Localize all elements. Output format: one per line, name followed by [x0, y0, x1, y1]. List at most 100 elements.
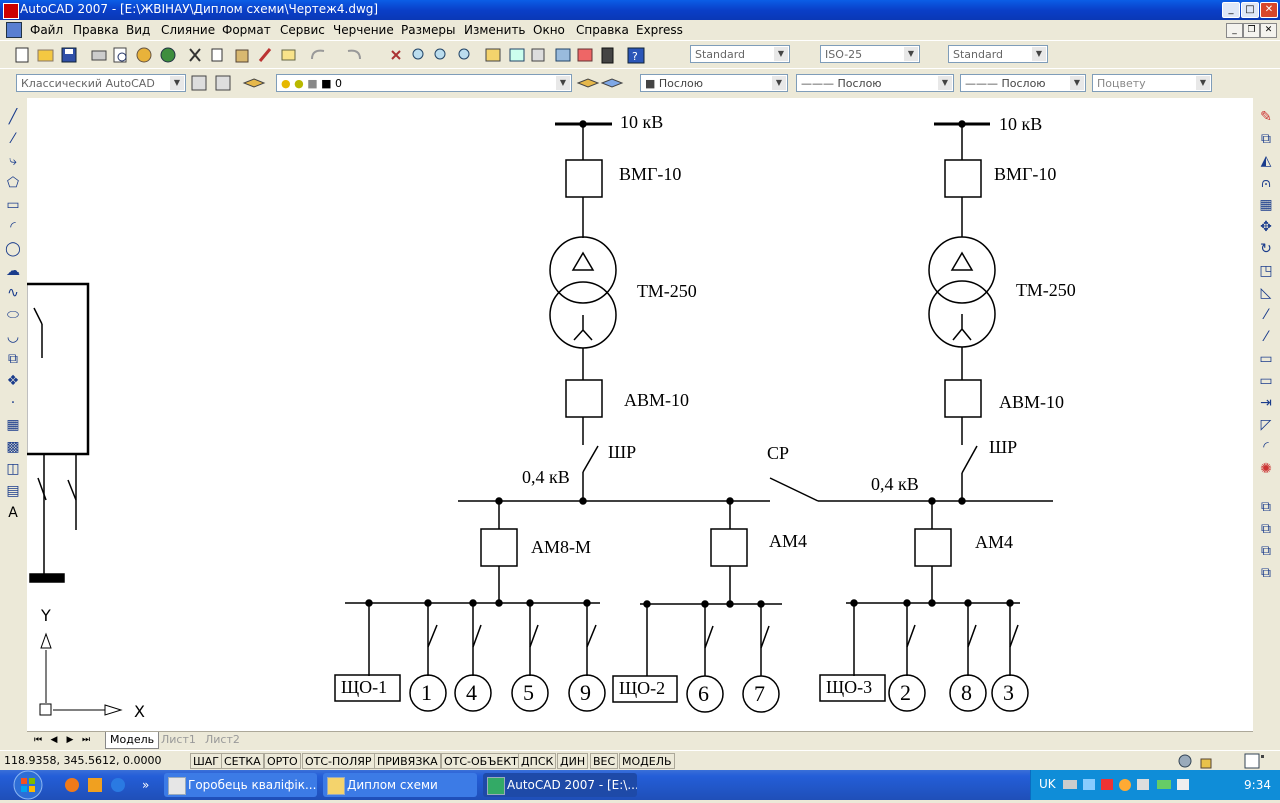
- color-select[interactable]: ■ Послою▼: [640, 74, 788, 92]
- otrack-toggle[interactable]: ОТС-ОБЪЕКТ: [441, 753, 521, 769]
- maximize-button[interactable]: □: [1241, 2, 1259, 18]
- undo-icon[interactable]: [311, 49, 325, 60]
- volume-icon[interactable]: [1177, 779, 1189, 790]
- draworder-under-icon[interactable]: ⧉: [1261, 565, 1271, 581]
- copy-object-icon[interactable]: ⧉: [1261, 131, 1271, 147]
- grid-toggle[interactable]: СЕТКА: [221, 753, 264, 769]
- designcenter-icon[interactable]: [509, 48, 525, 62]
- tab-sheet1[interactable]: Лист1: [161, 733, 196, 746]
- trim-icon[interactable]: ⁄: [1264, 307, 1268, 323]
- join-icon[interactable]: ⇥: [1260, 395, 1272, 411]
- document-icon[interactable]: [6, 22, 22, 38]
- ellipse-icon[interactable]: ⬭: [7, 307, 19, 323]
- last-tab-icon[interactable]: ⏭: [81, 735, 91, 745]
- zoom-realtime-icon[interactable]: [412, 48, 424, 60]
- new-icon[interactable]: [15, 47, 29, 63]
- plotstyle-select[interactable]: Поцвету▼: [1092, 74, 1212, 92]
- explode-icon[interactable]: ✺: [1260, 461, 1272, 477]
- communication-center-icon[interactable]: [1178, 754, 1192, 768]
- etransmit-icon[interactable]: [160, 47, 176, 63]
- open-icon[interactable]: [37, 49, 54, 62]
- update-icon[interactable]: [1119, 779, 1131, 791]
- toolpalettes-icon[interactable]: [531, 48, 545, 62]
- ortho-toggle[interactable]: ОРТО: [264, 753, 301, 769]
- menu-edit[interactable]: Правка: [73, 23, 119, 37]
- draworder-back-icon[interactable]: ⧉: [1261, 521, 1271, 537]
- model-toggle[interactable]: МОДЕЛЬ: [619, 753, 675, 769]
- close-button[interactable]: ✕: [1260, 2, 1278, 18]
- break-icon[interactable]: ▭: [1259, 373, 1273, 389]
- draworder-above-icon[interactable]: ⧉: [1261, 543, 1271, 559]
- arc-icon[interactable]: ◜: [10, 219, 16, 235]
- publish-icon[interactable]: [136, 47, 152, 63]
- preview-icon[interactable]: [113, 47, 127, 63]
- save-icon[interactable]: [61, 47, 77, 63]
- network-icon[interactable]: [1083, 779, 1095, 790]
- print-icon[interactable]: [91, 50, 107, 61]
- ducs-toggle[interactable]: ДПСК: [518, 753, 557, 769]
- zoom-window-icon[interactable]: [434, 48, 446, 60]
- menu-modify[interactable]: Изменить: [464, 23, 526, 37]
- polar-toggle[interactable]: ОТС-ПОЛЯР: [302, 753, 375, 769]
- lineweight-select[interactable]: ——— Послою▼: [960, 74, 1086, 92]
- mtext-icon[interactable]: A: [8, 505, 18, 521]
- firefox-icon[interactable]: [111, 778, 125, 792]
- menu-merge[interactable]: Слияние: [161, 23, 216, 37]
- task-gorobets[interactable]: Горобець кваліфік...: [164, 773, 317, 797]
- menu-view[interactable]: Вид: [126, 23, 151, 37]
- doc-minimize-button[interactable]: _: [1226, 23, 1243, 38]
- minimize-button[interactable]: _: [1222, 2, 1240, 18]
- keyboard-icon[interactable]: [1063, 780, 1077, 789]
- doc-restore-button[interactable]: ❐: [1243, 23, 1260, 38]
- stretch-icon[interactable]: ◺: [1260, 285, 1272, 301]
- fillet-icon[interactable]: ◜: [1263, 439, 1269, 455]
- workspace-save-icon[interactable]: [215, 75, 231, 91]
- lock-icon[interactable]: [1200, 758, 1212, 769]
- move-icon[interactable]: ✥: [1260, 219, 1272, 235]
- layer-select[interactable]: ● ● ■ ■ 0 ▼: [276, 74, 572, 92]
- menu-tools[interactable]: Сервис: [280, 23, 325, 37]
- insert-block-icon[interactable]: ⧉: [8, 351, 18, 367]
- text-style-select[interactable]: Standard▼: [690, 45, 790, 63]
- calculator-icon[interactable]: [601, 47, 614, 64]
- battery-icon[interactable]: [1157, 780, 1171, 789]
- pan-icon[interactable]: [391, 50, 401, 60]
- tab-model[interactable]: Модель: [105, 732, 160, 749]
- paste-icon[interactable]: [235, 49, 249, 63]
- draworder-front-icon[interactable]: ⧉: [1261, 499, 1271, 515]
- extend-icon[interactable]: ⁄: [1264, 329, 1268, 345]
- cut-icon[interactable]: [189, 48, 201, 62]
- matchprop-icon[interactable]: [258, 48, 272, 62]
- menu-draw[interactable]: Черчение: [333, 23, 394, 37]
- blockeditor-icon[interactable]: [281, 49, 296, 61]
- array-icon[interactable]: ▦: [1259, 197, 1273, 213]
- offset-icon[interactable]: ⩀: [1261, 175, 1271, 191]
- avast-icon[interactable]: [65, 778, 79, 792]
- sound-icon[interactable]: [1137, 779, 1149, 790]
- sheetset-icon[interactable]: [555, 48, 571, 62]
- tab-sheet2[interactable]: Лист2: [205, 733, 240, 746]
- menu-help[interactable]: Справка: [576, 23, 629, 37]
- menu-format[interactable]: Формат: [222, 23, 271, 37]
- line-icon[interactable]: ╱: [8, 109, 18, 125]
- drawing-canvas[interactable]: 10 кВ 10 кВ ВМГ-10 ВМГ-10 ТМ-250 ТМ-250 …: [27, 98, 1253, 732]
- menu-file[interactable]: Файл: [30, 23, 64, 37]
- start-button[interactable]: [2, 770, 52, 800]
- polygon-icon[interactable]: ⬠: [6, 175, 20, 191]
- erase-icon[interactable]: ✎: [1260, 109, 1272, 125]
- make-block-icon[interactable]: ❖: [6, 373, 20, 389]
- copy-icon[interactable]: [211, 48, 223, 62]
- task-autocad[interactable]: AutoCAD 2007 - [E:\...: [483, 773, 637, 797]
- break-at-point-icon[interactable]: ▭: [1259, 351, 1273, 367]
- properties-icon[interactable]: [485, 48, 501, 62]
- autocad-app-icon[interactable]: [3, 3, 19, 19]
- make-layer-current-icon[interactable]: [576, 78, 600, 88]
- zoom-previous-icon[interactable]: [458, 48, 470, 60]
- construction-line-icon[interactable]: ⁄: [11, 131, 15, 147]
- doc-close-button[interactable]: ✕: [1260, 23, 1277, 38]
- menu-express[interactable]: Express: [636, 23, 683, 37]
- clean-screen-icon[interactable]: [1244, 753, 1260, 769]
- polyline-icon[interactable]: ⤷: [9, 153, 17, 169]
- hatch-icon[interactable]: ▦: [6, 417, 20, 433]
- point-icon[interactable]: ·: [10, 395, 16, 411]
